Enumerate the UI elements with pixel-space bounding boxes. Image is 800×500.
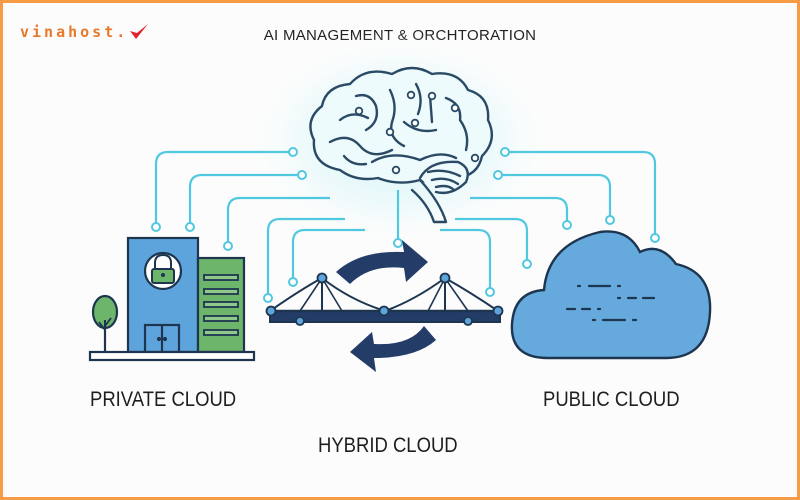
logo-text: vinahost. [20,23,129,41]
public-cloud-icon [510,230,712,360]
circuit-node [522,259,532,269]
bridge-icon [265,272,504,326]
circuit-line [505,150,657,238]
circuit-node [393,238,403,248]
arrow-left-icon [350,326,436,372]
private-cloud-label: PRIVATE CLOUD [90,388,237,411]
vinahost-logo: vinahost. [20,22,150,42]
circuit-node [493,170,503,180]
circuit-line [498,173,612,220]
circuit-line [470,196,569,225]
arrow-right-icon [336,240,428,284]
circuit-node [185,222,195,232]
circuit-line [455,217,529,264]
circuit-nodes [151,147,660,303]
circuit-line [291,228,365,282]
building-windows [203,274,239,336]
private-building-icon [88,236,256,362]
circuit-node [605,215,615,225]
circuit-node [151,222,161,232]
circuit-node [223,241,233,251]
circuit-node [263,293,273,303]
circuit-lines [154,150,657,298]
circuit-node [650,233,660,243]
circuit-node [485,287,495,297]
circuit-node [288,147,298,157]
circuit-line [226,196,330,246]
circuit-line [188,173,302,227]
brain-nodes [354,90,480,175]
circuit-line [440,228,492,292]
circuit-line [266,217,345,298]
circuit-line [154,150,293,227]
circuit-node [562,220,572,230]
cloud-data-dashes [565,284,656,322]
tree-icon [91,294,119,352]
public-cloud-label: PUBLIC CLOUD [543,388,680,411]
lock-icon [151,253,175,284]
building-ground [88,350,256,362]
brain-icon [309,66,494,224]
circuit-node [297,170,307,180]
hybrid-cloud-label: HYBRID CLOUD [318,434,458,457]
checkmark-icon [130,24,149,39]
circuit-node [288,277,298,287]
circuit-node [500,147,510,157]
